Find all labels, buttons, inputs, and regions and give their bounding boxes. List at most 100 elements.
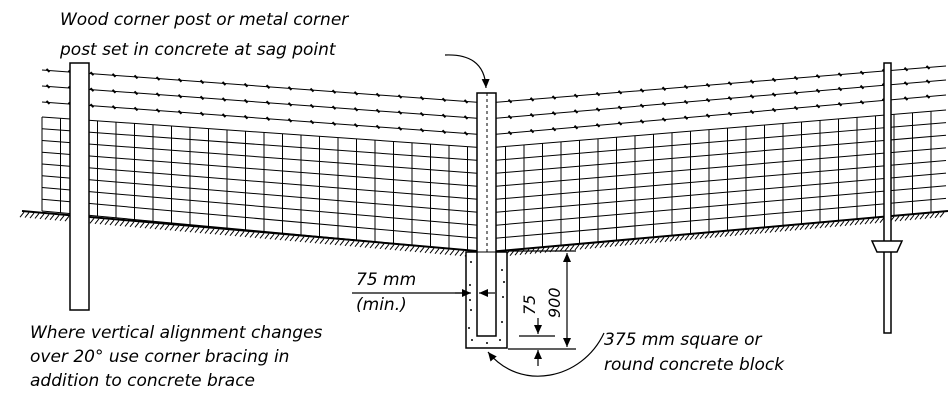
ground-hatch-mark	[279, 234, 285, 241]
barb	[661, 101, 667, 107]
ground-hatch-mark	[159, 224, 165, 230]
barb	[177, 110, 183, 115]
ground-hatch-mark	[144, 222, 150, 229]
ground-hatch-mark	[174, 225, 180, 232]
barb	[705, 113, 711, 118]
ground-hatch-mark	[674, 235, 680, 242]
ground-hatch-mark	[39, 213, 45, 220]
barb	[375, 108, 381, 114]
ground-hatch-mark	[824, 222, 830, 228]
dim-900-label: 900	[545, 287, 564, 318]
ground-hatch-mark	[404, 245, 410, 252]
block-label-line2: round concrete block	[604, 355, 785, 375]
barb	[419, 111, 425, 117]
barb	[441, 129, 447, 135]
ground-hatch-mark	[414, 246, 420, 253]
barb	[507, 98, 513, 104]
barb	[221, 81, 227, 86]
corner-post-leader	[444, 54, 490, 89]
ground-hatch-mark	[224, 229, 230, 236]
offset-min-label: (min.)	[356, 295, 407, 315]
ground-hatch-mark	[829, 221, 835, 228]
ground-hatch-mark	[179, 225, 185, 232]
barb	[89, 87, 95, 92]
mesh-horizontal-wire	[486, 210, 947, 253]
ground-hatch-mark	[304, 236, 310, 243]
barb	[89, 71, 95, 76]
ground-hatch-mark	[854, 219, 860, 226]
ground-hatch-mark	[329, 239, 335, 245]
barb	[793, 75, 799, 81]
barb	[837, 86, 843, 92]
barb	[397, 126, 403, 131]
barb	[551, 111, 557, 116]
ground-hatch-mark	[924, 213, 930, 220]
corner-post-assembly	[465, 92, 508, 349]
ground-hatch-mark	[869, 218, 875, 224]
corner-post-label-line1: Wood corner post or metal corner	[60, 10, 349, 30]
ground-hatch-mark	[24, 212, 30, 218]
ground-hatch-mark	[724, 231, 730, 237]
ground-hatch-mark	[859, 219, 865, 225]
ground-hatch-mark	[719, 231, 725, 238]
ground-hatch-mark	[379, 243, 385, 250]
ground-hatch-mark	[649, 237, 655, 244]
cover-dimension-75	[519, 318, 555, 366]
dim-75-label: 75	[520, 295, 539, 315]
wire-mesh-fabric	[41, 109, 947, 253]
barb	[749, 94, 755, 99]
ground-hatch-mark	[569, 245, 575, 251]
barb	[331, 89, 337, 94]
ground-hatch-mark	[354, 241, 360, 247]
note-line1: Where vertical alignment changes	[30, 323, 323, 343]
ground-hatch-mark	[229, 230, 235, 236]
ground-hatch-mark	[644, 238, 650, 244]
barb	[507, 130, 513, 136]
ground-hatch-mark	[64, 215, 70, 222]
barb	[727, 96, 733, 101]
barb	[705, 82, 711, 88]
barb	[815, 103, 821, 109]
ground-hatch-mark	[59, 215, 65, 222]
barb	[859, 70, 865, 75]
mesh-horizontal-wire	[486, 122, 947, 162]
barb	[177, 94, 183, 99]
ground-hatch-mark	[634, 239, 640, 245]
ground-hatch-mark	[684, 234, 690, 241]
barb	[771, 107, 777, 113]
ground-hatch-mark	[774, 226, 780, 233]
ground-hatch-mark	[384, 243, 390, 250]
barb	[529, 112, 535, 118]
block-leader	[487, 332, 605, 377]
barb	[859, 84, 865, 90]
ground-hatch-mark	[654, 237, 660, 244]
ground-hatch-mark	[54, 214, 60, 221]
ground-hatch-mark	[594, 242, 600, 249]
barb	[925, 94, 931, 99]
note-line2: over 20° use corner bracing in	[30, 347, 289, 367]
ground-hatch-mark	[294, 236, 300, 242]
barb	[683, 115, 689, 120]
ground-hatch-mark	[389, 244, 395, 251]
ground-hatch-mark	[44, 214, 50, 220]
barb	[529, 97, 535, 102]
barb	[749, 79, 755, 84]
ground-hatch-mark	[189, 226, 195, 233]
ground-hatch-mark	[689, 234, 695, 240]
barb	[727, 111, 733, 117]
ground-hatch-mark	[49, 214, 55, 221]
barb	[331, 121, 337, 126]
barb	[353, 107, 359, 112]
ground-hatch-mark	[669, 236, 675, 242]
barb	[705, 98, 711, 103]
barb	[287, 102, 293, 107]
mesh-horizontal-wire	[486, 197, 947, 240]
barb	[331, 105, 337, 110]
barb	[353, 123, 359, 128]
right-line-post	[870, 62, 904, 334]
barb	[551, 95, 557, 100]
ground-hatch-mark	[439, 248, 445, 255]
barb	[441, 97, 447, 103]
ground-hatch-mark	[449, 249, 455, 256]
